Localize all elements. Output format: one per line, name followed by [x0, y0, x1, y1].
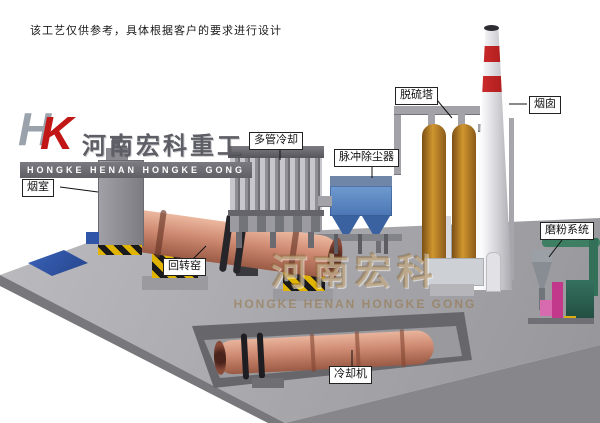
duct-horizontal [394, 106, 428, 115]
chimney-body [472, 28, 512, 290]
kiln-tyre [154, 209, 167, 259]
tower-downpipe [444, 216, 451, 264]
cooling-band [354, 331, 361, 370]
label-chimney: 烟囱 [529, 96, 561, 114]
logo-letter-h: H [18, 103, 52, 155]
smoke-chamber-stack [112, 136, 120, 152]
cooling-band [309, 333, 316, 373]
label-multi-tube-cooler: 多管冷却 [249, 132, 303, 150]
multi-tube-cooler [228, 146, 324, 248]
collector-leg [384, 234, 388, 254]
collector-leg [358, 234, 362, 254]
chimney-top-opening [484, 25, 499, 31]
chimney-red-band [472, 76, 512, 92]
collector-leg [334, 234, 338, 254]
cooler-deck-leg [376, 241, 381, 253]
logo-monogram: H K [18, 106, 78, 160]
mill-base-frame [528, 318, 594, 324]
label-desulfurization-tower: 脱硫塔 [395, 87, 438, 105]
cooler-leg [236, 232, 242, 248]
label-rotary-kiln: 回转窑 [163, 258, 206, 276]
cooler-hoppers [230, 216, 322, 232]
desulfurization-tower-right [452, 124, 476, 264]
logo-letter-k: K [40, 107, 74, 159]
small-silo [486, 252, 501, 292]
cooler-leg [270, 232, 276, 248]
disclaimer-note: 该工艺仅供参考，具体根据客户的要求进行设计 [30, 25, 282, 37]
logo-banner: HONGKE HENAN HONGKE GONG [20, 162, 252, 178]
duct-riser [394, 112, 401, 175]
tower-base-box [424, 258, 484, 286]
chimney-side-pipe [509, 118, 514, 280]
label-cooling-machine: 冷却机 [329, 366, 372, 384]
cooler-leg [308, 232, 314, 248]
logo-company-name: 河南宏科重工 [82, 133, 244, 160]
leader-smoke-chamber [59, 186, 99, 193]
collector-hopper [362, 216, 390, 234]
smoke-chamber-base [98, 245, 142, 255]
mill-magenta-column [552, 282, 563, 318]
tower-base-skid [430, 284, 474, 296]
control-cabinet [86, 232, 99, 244]
pulse-dust-collector [330, 176, 392, 254]
label-smoke-chamber: 烟室 [22, 179, 54, 197]
desulfurization-tower-left [422, 124, 446, 264]
cooling-ring [240, 333, 250, 380]
grinding-system [520, 230, 600, 330]
cooling-band [399, 329, 406, 368]
collector-plenum [330, 176, 392, 186]
chimney-red-band [472, 46, 512, 62]
cooling-support [252, 378, 284, 388]
cooling-ring [256, 332, 266, 379]
cooler-mid-band [228, 210, 324, 216]
collector-body [330, 186, 392, 216]
grinding-pipe-vertical [589, 238, 598, 296]
cyclone-top [532, 250, 552, 262]
mill-housing [566, 280, 594, 318]
logo-block: H K 河南宏科重工 HONGKE HENAN HONGKE GONG [16, 106, 256, 180]
cyclone-downpipe [539, 288, 545, 310]
kiln-pier-base-2 [273, 289, 333, 301]
label-grinding-system: 磨粉系统 [540, 222, 594, 240]
smoke-chamber-cap [106, 148, 128, 162]
kiln-pier-base-1 [142, 276, 208, 290]
cyclone-cone [532, 262, 552, 290]
grinding-pipe-horizontal [542, 238, 600, 247]
collector-hopper [332, 216, 360, 234]
label-pulse-dust-collector: 脉冲除尘器 [334, 149, 399, 167]
collector-inlet-duct [318, 196, 332, 207]
mill-pink-box [540, 300, 552, 316]
